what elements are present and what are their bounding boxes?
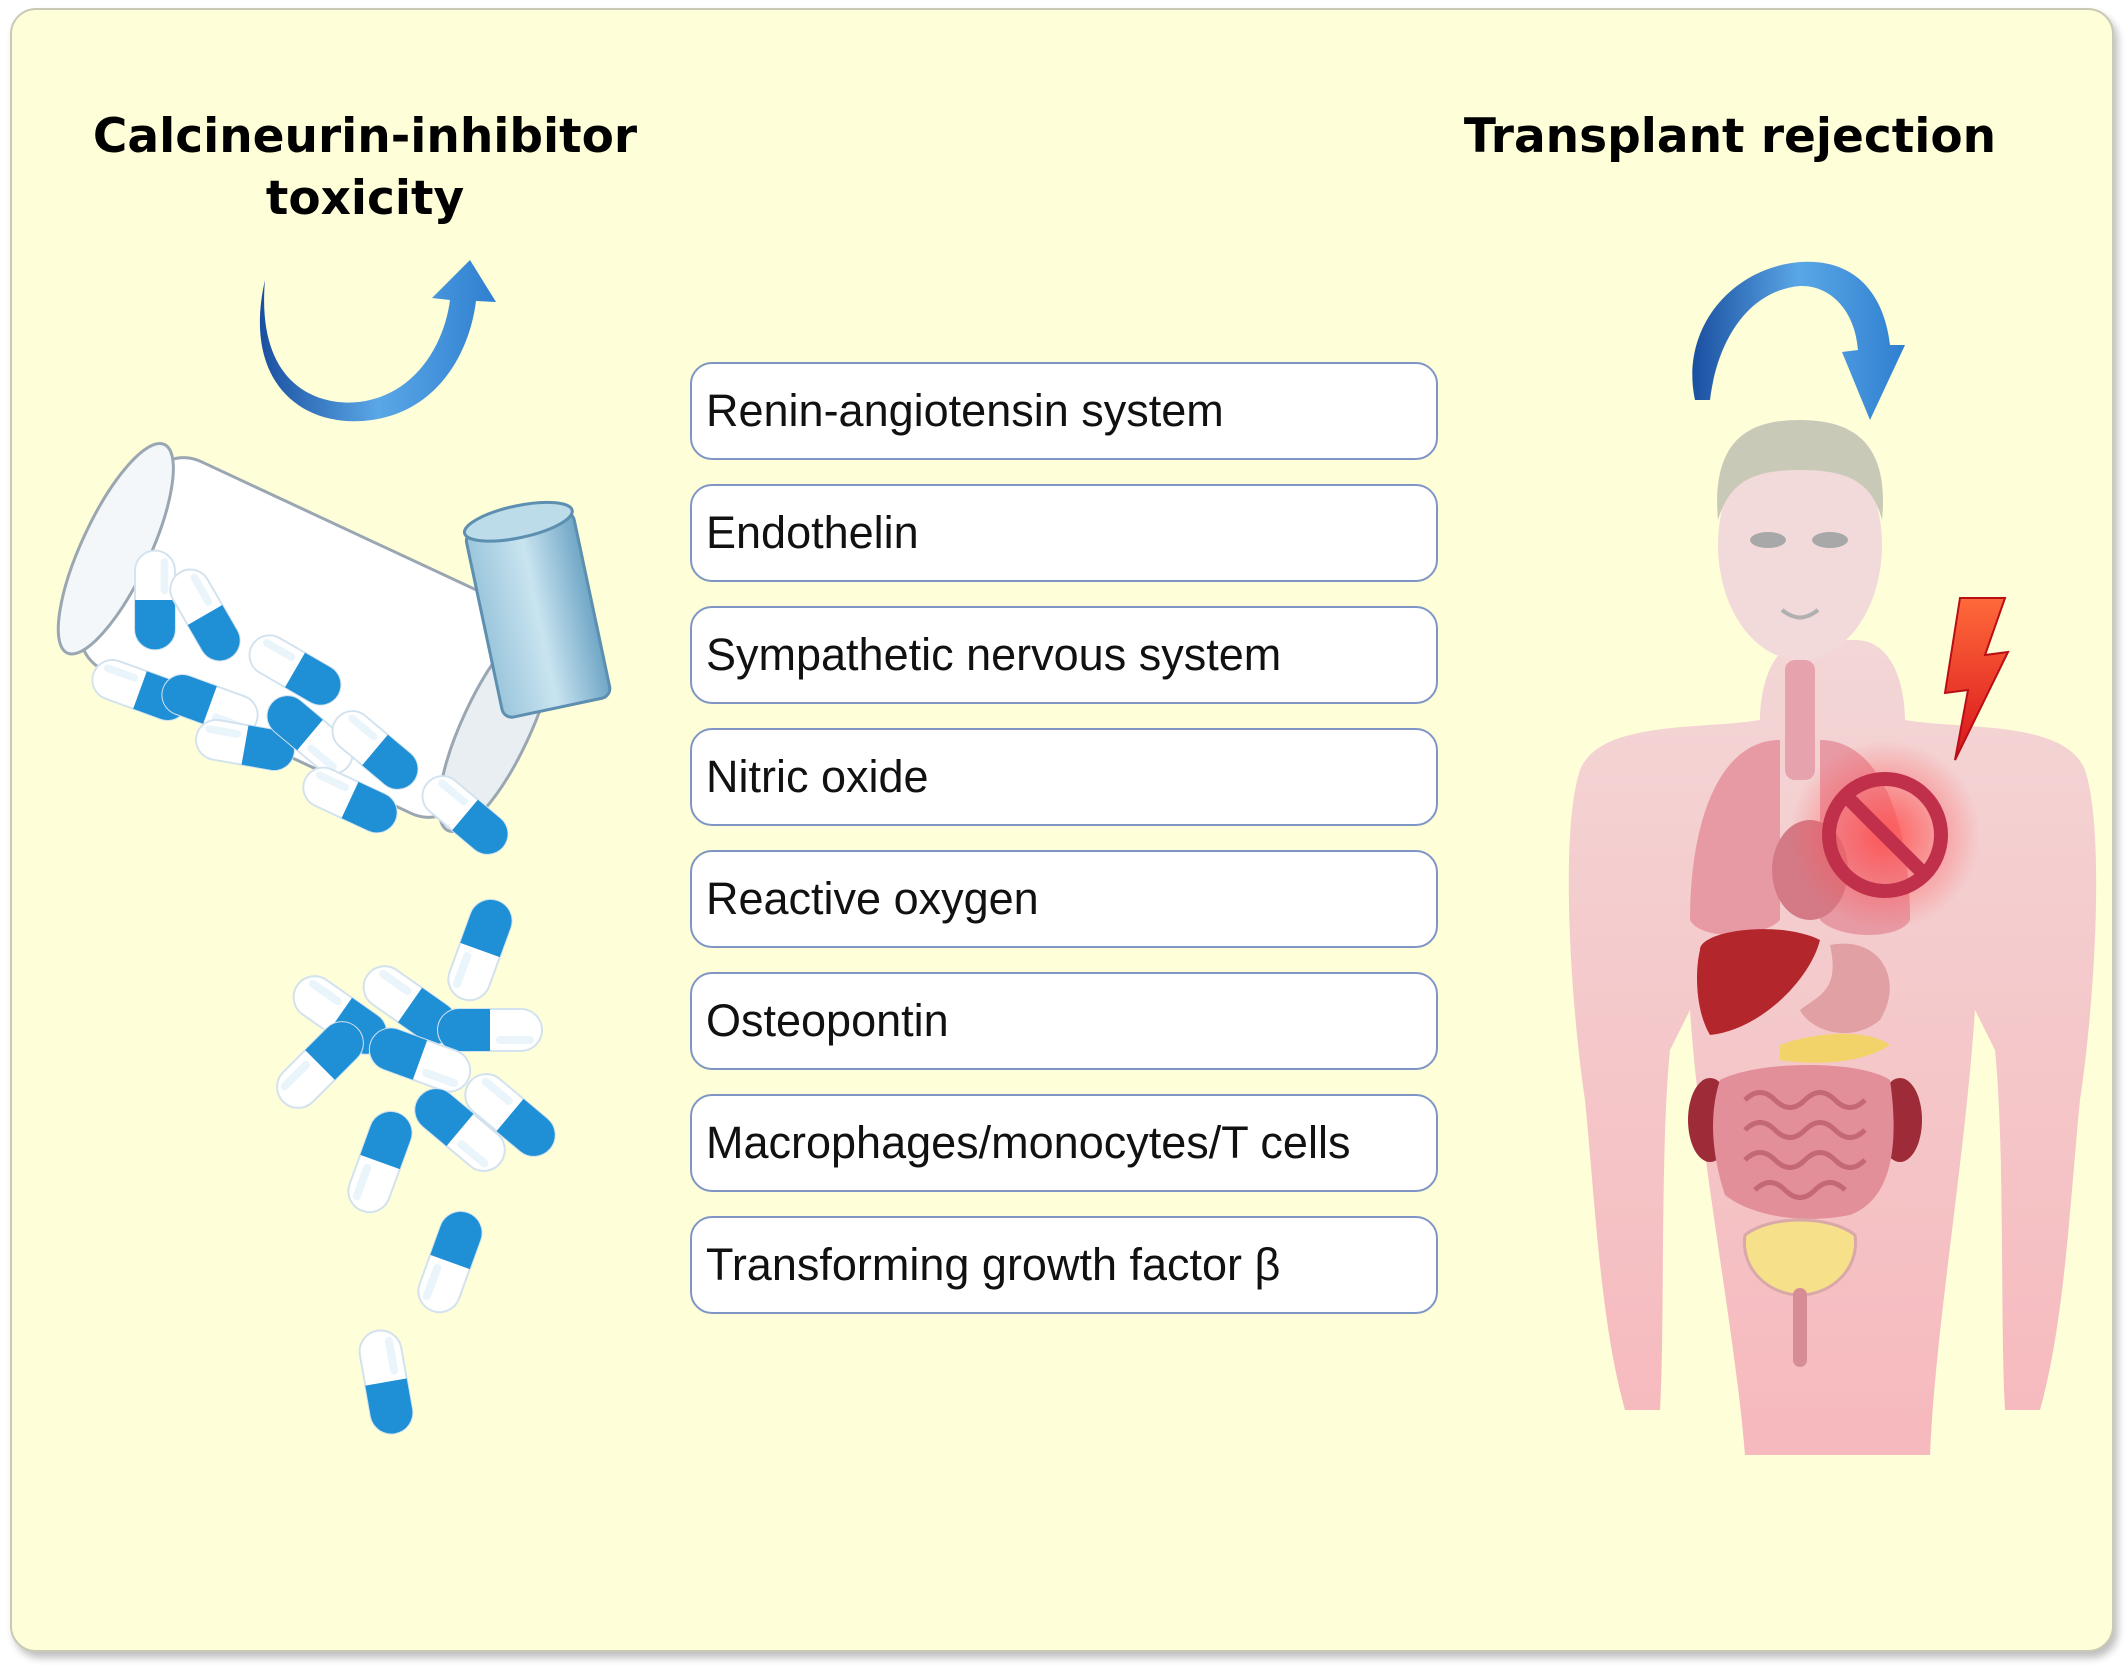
falling-capsules	[267, 892, 565, 1438]
factor-sympathetic-nervous: Sympathetic nervous system	[690, 606, 1438, 704]
no-entry-icon	[1790, 740, 1980, 930]
human-body-icon	[1568, 420, 2097, 1455]
factor-tgf-beta: Transforming growth factor β	[690, 1216, 1438, 1314]
pill-bottle-cap	[462, 500, 612, 719]
factor-nitric-oxide: Nitric oxide	[690, 728, 1438, 826]
lightning-bolt-icon	[1943, 597, 2010, 761]
title-cni-toxicity: Calcineurin-inhibitor toxicity	[92, 109, 638, 226]
title-transplant-rejection: Transplant rejection	[1463, 109, 1997, 164]
pill-bottle-icon	[56, 442, 556, 833]
curved-arrow-down-icon	[1692, 261, 1905, 420]
factor-endothelin: Endothelin	[690, 484, 1438, 582]
curved-arrow-up-icon	[259, 260, 496, 422]
factor-immune-cells: Macrophages/monocytes/T cells	[690, 1094, 1438, 1192]
factor-renin-angiotensin: Renin-angiotensin system	[690, 362, 1438, 460]
factor-osteopontin: Osteopontin	[690, 972, 1438, 1070]
factor-reactive-oxygen: Reactive oxygen	[690, 850, 1438, 948]
